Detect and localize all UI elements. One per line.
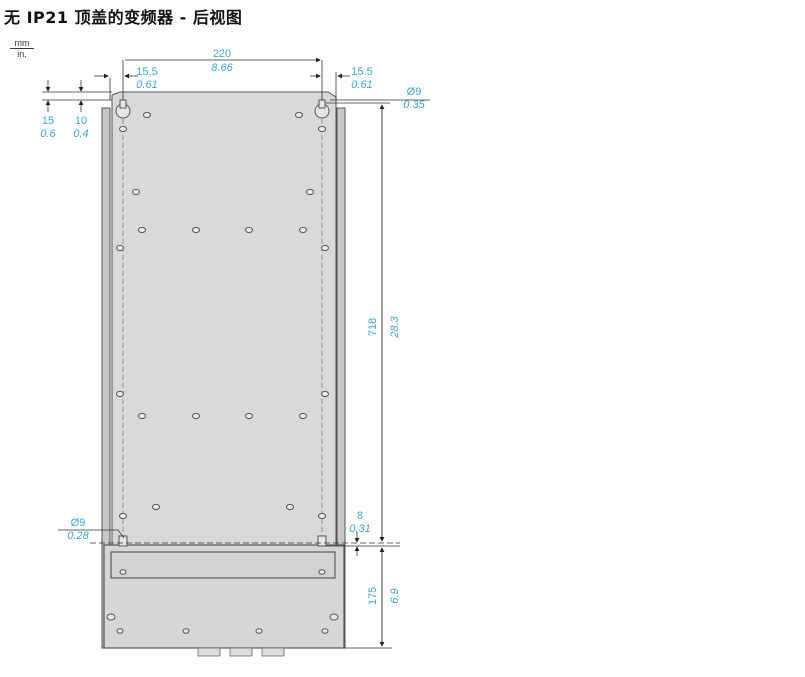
dim-height-mm: 718 [367,318,379,336]
dim-bottom-section-in: 6.9 [389,588,401,603]
dimension-labels: 220 8.66 15.5 0.61 15.5 0.61 Ø9 0.35 15 … [40,48,425,605]
dim-height-in: 28.3 [389,315,401,338]
dim-bottom-hole-in: 0.28 [67,530,89,542]
dimension-lines [42,57,430,649]
dim-right-offset-mm: 15.5 [351,66,372,78]
mounting-holes [115,99,330,547]
dim-bottom-hole-mm: Ø9 [71,517,86,529]
dim-top-hole-in: 0.35 [403,99,425,111]
dim-top-hole-mm: Ø9 [407,86,422,98]
dim-left-offset-in: 0.61 [136,79,157,91]
unit-in: in. [17,49,27,59]
dim-top-a-mm: 15 [42,115,54,127]
dim-right-offset-in: 0.61 [351,79,372,91]
dim-top-a-in: 0.6 [40,128,56,140]
page-title: 无 IP21 顶盖的变频器 - 后视图 [4,8,243,27]
dim-bottom-offset-in: 0.31 [349,523,370,535]
dim-bottom-offset-mm: 8 [357,510,363,522]
unit-mm: mm [10,38,34,49]
dim-left-offset-mm: 15.5 [136,66,157,78]
plate-holes [106,111,339,634]
drive-housing [101,91,346,657]
unit-legend: mm in. [10,38,34,60]
dim-width-in: 8.66 [211,62,233,74]
dim-top-b-in: 0.4 [73,128,88,140]
dim-top-b-mm: 10 [75,115,87,127]
dim-width-mm: 220 [213,48,231,60]
dim-bottom-section-mm: 175 [367,587,379,605]
